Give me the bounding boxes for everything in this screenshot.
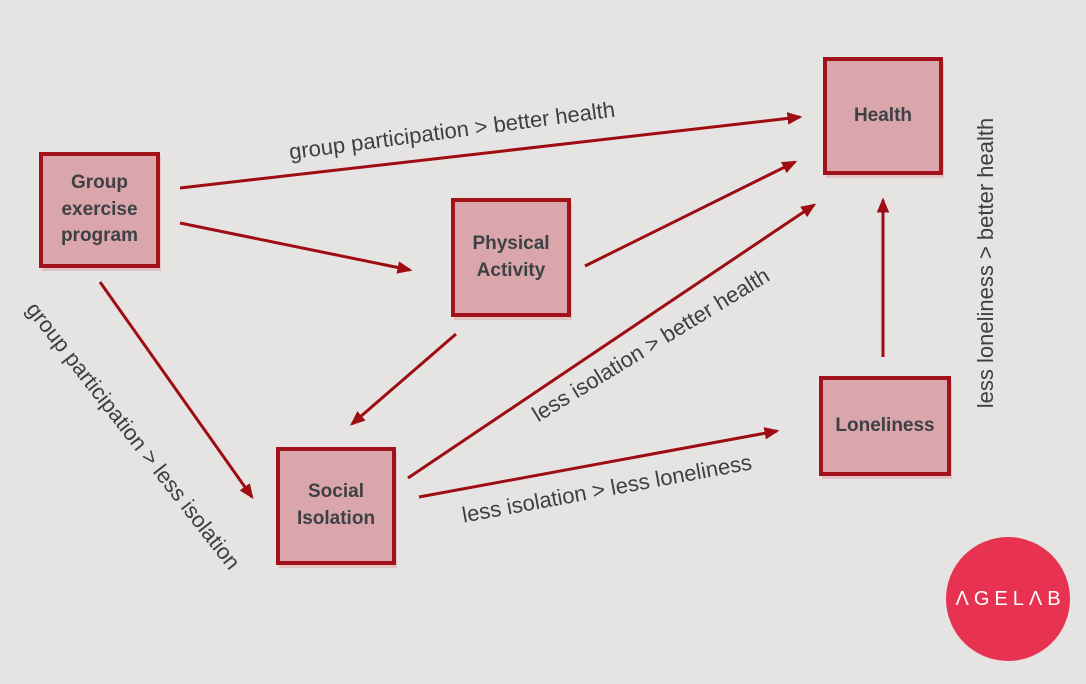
agelab-logo-text: ΛGELΛB [955, 587, 1066, 610]
node-group-exercise-program: Group exercise program [39, 152, 160, 268]
node-physical-activity-label: Physical Activity [472, 232, 550, 281]
node-health-label: Health [853, 104, 913, 126]
node-loneliness: Loneliness [819, 376, 951, 476]
edge-label-less-loneliness-better-health: less loneliness > better health [973, 117, 998, 409]
arrow-physical-to-health [584, 160, 798, 268]
agelab-logo: ΛGELΛB [946, 537, 1070, 661]
arrow-group-to-social [98, 281, 254, 500]
edge-label-group-participation-better-health: group participation > better health [287, 96, 617, 165]
node-health: Health [823, 57, 943, 175]
arrow-physical-to-social [350, 332, 457, 426]
edge-label-less-isolation-less-loneliness: less isolation > less loneliness [460, 449, 754, 528]
node-loneliness-label: Loneliness [835, 414, 935, 436]
node-social-isolation-label: Social Isolation [296, 481, 376, 529]
node-social-isolation: Social Isolation [276, 447, 396, 565]
node-physical-activity: Physical Activity [451, 198, 571, 317]
edge-label-group-participation-less-isolation: group participation > less isolation [21, 297, 246, 575]
arrow-group-to-physical [179, 221, 413, 274]
node-group-exercise-program-label: Group exercise program [60, 172, 139, 247]
